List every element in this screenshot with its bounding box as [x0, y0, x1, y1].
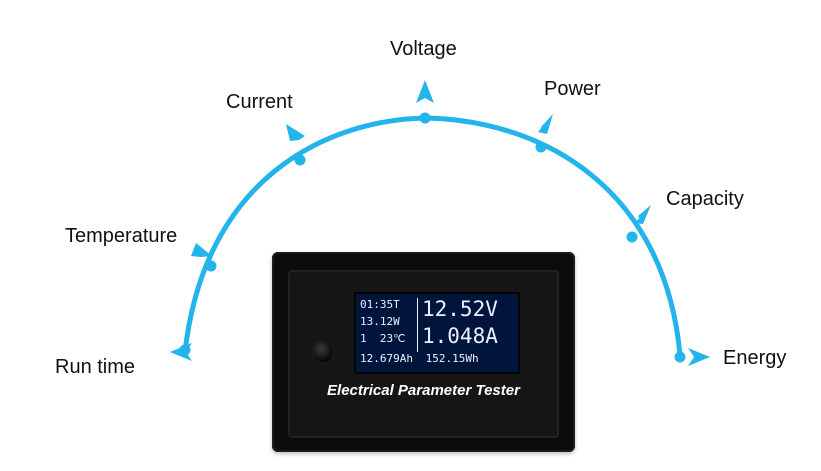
lcd-voltage: 12.52V	[422, 297, 498, 321]
lcd-time: 01:35T	[360, 298, 400, 311]
label-capacity: Capacity	[666, 188, 744, 210]
node-energy	[674, 351, 686, 363]
label-power: Power	[544, 78, 601, 100]
control-knob[interactable]	[313, 342, 333, 362]
arrow-capacity-icon	[635, 205, 651, 224]
tester-device: 01:35T 13.12W 1 23℃ 12.52V 1.048A 12.679…	[272, 252, 575, 452]
node-capacity	[626, 231, 638, 243]
label-energy: Energy	[723, 347, 787, 369]
label-temperature: Temperature	[65, 225, 178, 247]
lcd-capacity: 12.679Ah	[360, 352, 413, 365]
arrow-current-icon	[286, 124, 305, 141]
lcd-bottom-row: 12.679Ah 152.15Wh	[360, 352, 485, 365]
lcd-channel-temp: 1 23℃	[360, 332, 406, 345]
lcd-current: 1.048A	[422, 324, 498, 348]
arrow-run-time-icon	[170, 343, 192, 361]
arrow-energy-icon	[688, 348, 710, 366]
lcd-display: 01:35T 13.12W 1 23℃ 12.52V 1.048A 12.679…	[354, 292, 520, 374]
label-run-time: Run time	[55, 356, 136, 378]
lcd-energy: 152.15Wh	[425, 352, 479, 365]
label-voltage: Voltage	[390, 38, 457, 60]
lcd-power: 13.12W	[360, 315, 400, 328]
device-caption: Electrical Parameter Tester	[327, 382, 520, 399]
node-voltage	[419, 112, 431, 124]
node-current	[294, 154, 306, 166]
lcd-left-column: 01:35T 13.12W 1 23℃	[360, 296, 405, 347]
lcd-divider	[417, 298, 418, 352]
label-current: Current	[226, 91, 293, 113]
arrow-temperature-icon	[191, 243, 212, 257]
node-temperature	[205, 260, 217, 272]
node-power	[535, 141, 547, 153]
arrow-power-icon	[538, 114, 553, 134]
arrow-voltage-icon	[416, 80, 434, 103]
